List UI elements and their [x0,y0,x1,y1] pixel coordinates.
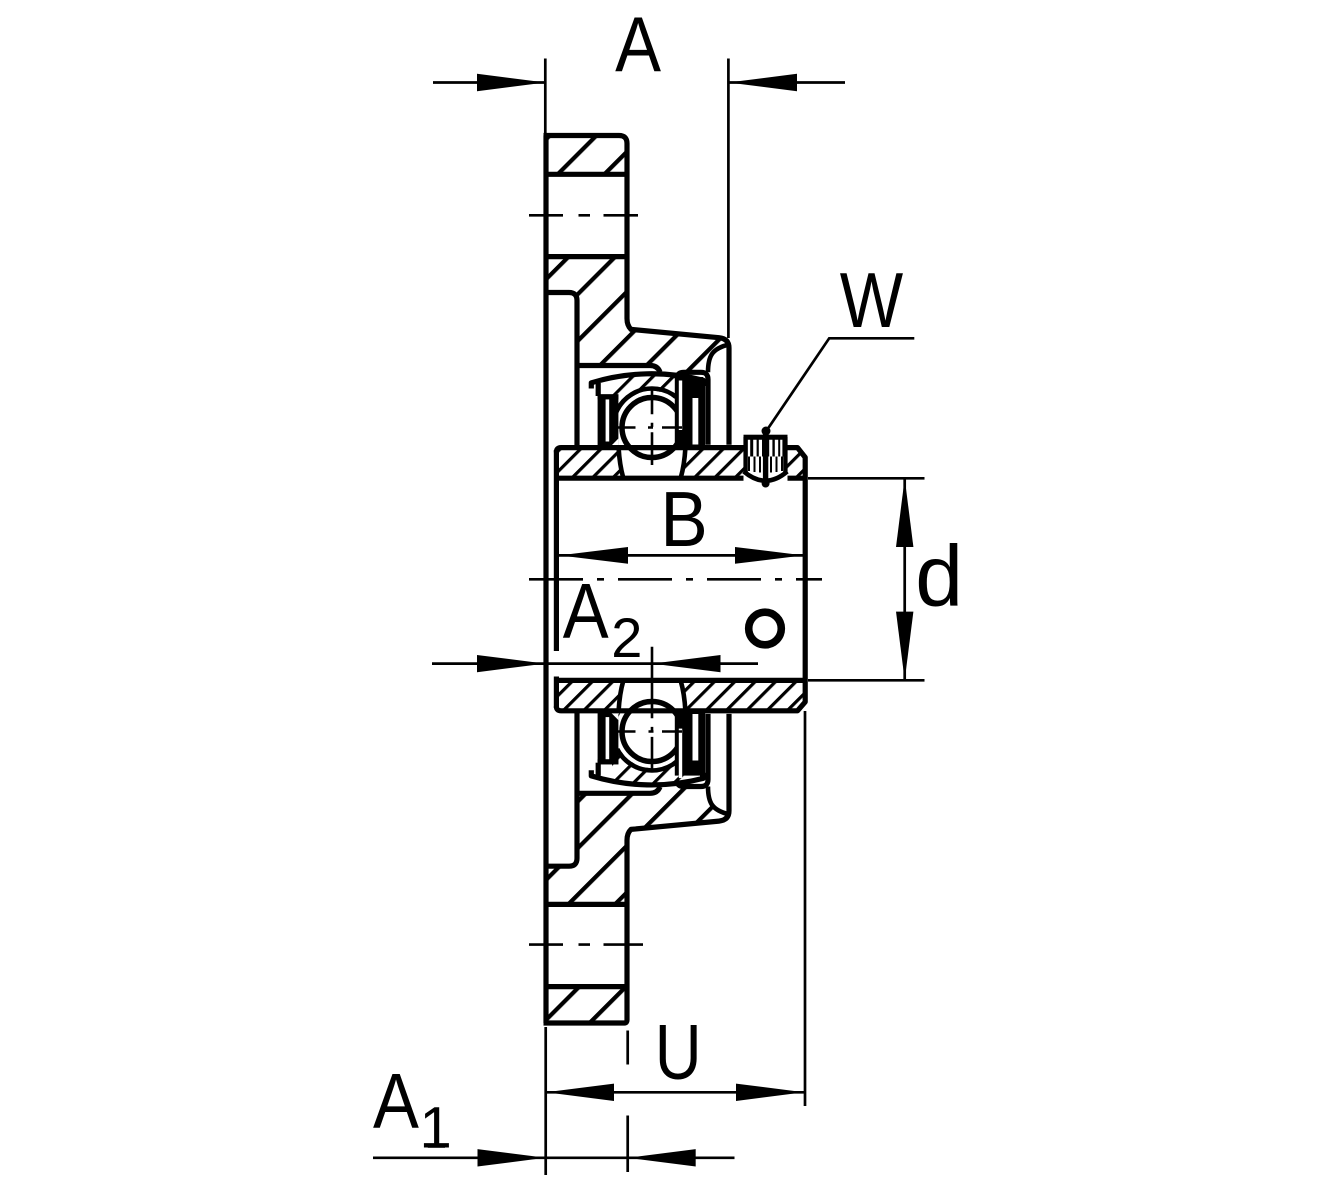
svg-text:1: 1 [420,1096,452,1161]
svg-text:U: U [655,1008,702,1096]
svg-text:B: B [660,475,707,563]
svg-text:A: A [373,1057,419,1145]
svg-text:W: W [840,256,904,344]
svg-text:A: A [563,567,609,655]
svg-text:d: d [915,529,963,625]
svg-text:A: A [615,0,661,88]
svg-text:2: 2 [611,606,642,669]
